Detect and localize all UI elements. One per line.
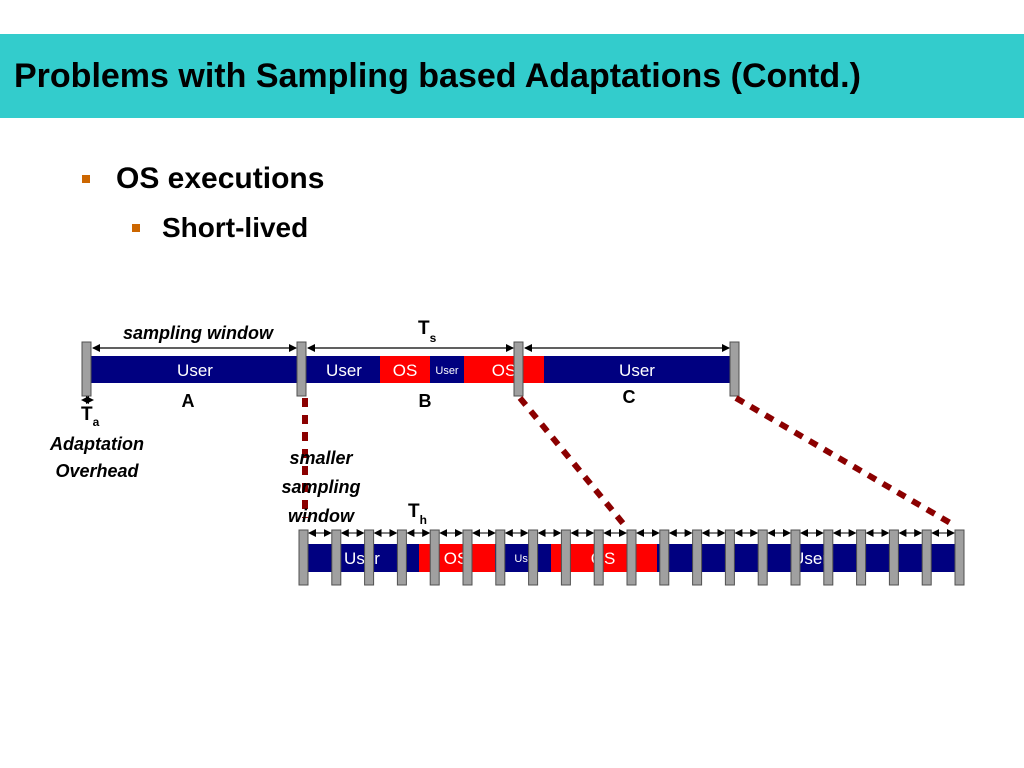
bullet-short-lived: Short-lived [132,212,308,244]
window-divider [462,529,473,586]
window-divider [81,341,92,397]
window-divider [659,529,670,586]
smaller-window-line2: sampling [281,477,360,497]
window-divider [396,529,407,586]
window-divider [593,529,604,586]
segment-label: OS [492,361,517,380]
window-divider [296,341,307,397]
adaptation-overhead: Ta Adaptation Overhead [49,396,144,481]
title-bar: Problems with Sampling based Adaptations… [0,34,1024,118]
window-divider [823,529,834,586]
smaller-window-label: smaller sampling window [281,448,360,526]
window-divider [298,529,309,586]
smaller-window-line3: window [288,506,355,526]
smaller-window-line1: smaller [289,448,353,468]
window-divider [560,529,571,586]
segment-label: User [792,549,828,568]
user-segment [306,356,380,383]
window-divider [364,529,375,586]
segment-label: User [619,361,655,380]
window-divider [513,341,524,397]
square-bullet-icon [82,175,90,183]
overhead-label-line1: Adaptation [49,434,144,454]
window-divider [495,529,506,586]
segment-label: User [344,549,380,568]
window-label-a: A [182,391,195,411]
segment-label: User [326,361,362,380]
slide-title: Problems with Sampling based Adaptations… [14,56,861,95]
bullet-text: OS executions [116,162,325,195]
window-divider [331,529,342,586]
window-divider [888,529,899,586]
window-divider [729,341,740,397]
user-segment [90,356,302,383]
window-divider [626,529,637,586]
zoom-connector-mid [517,396,629,529]
window-divider [954,529,965,586]
segment-label: OS [393,361,418,380]
ta-label: Ta [81,404,100,429]
segment-label: OS [444,549,469,568]
bullet-os-executions: OS executions [82,162,324,196]
window-divider [528,529,539,586]
window-divider [757,529,768,586]
bottom-timeline: User OS User OS User Th [298,501,965,586]
th-label: Th [408,501,427,527]
bottom-dividers [298,529,965,586]
user-segment [544,356,732,383]
os-segment [380,356,430,383]
top-timeline: User User OS User OS User sampling windo… [81,318,740,411]
user-segment [657,544,959,572]
window-label-c: C [623,387,636,407]
window-divider [692,529,703,586]
sampling-window-label: sampling window [123,323,274,343]
user-segment [430,356,464,383]
zoom-connector-right [734,395,954,527]
window-divider [856,529,867,586]
window-label-b: B [419,391,432,411]
bullet-text: Short-lived [162,212,309,243]
window-divider [921,529,932,586]
window-divider [790,529,801,586]
os-segment [464,356,544,383]
overhead-label-line2: Overhead [55,461,139,481]
window-divider [724,529,735,586]
zoom-connectors [302,395,954,529]
window-divider [429,529,440,586]
ts-label: Ts [418,318,437,345]
segment-label: User [177,361,213,380]
square-bullet-icon [132,224,140,232]
segment-label: User [435,365,459,377]
